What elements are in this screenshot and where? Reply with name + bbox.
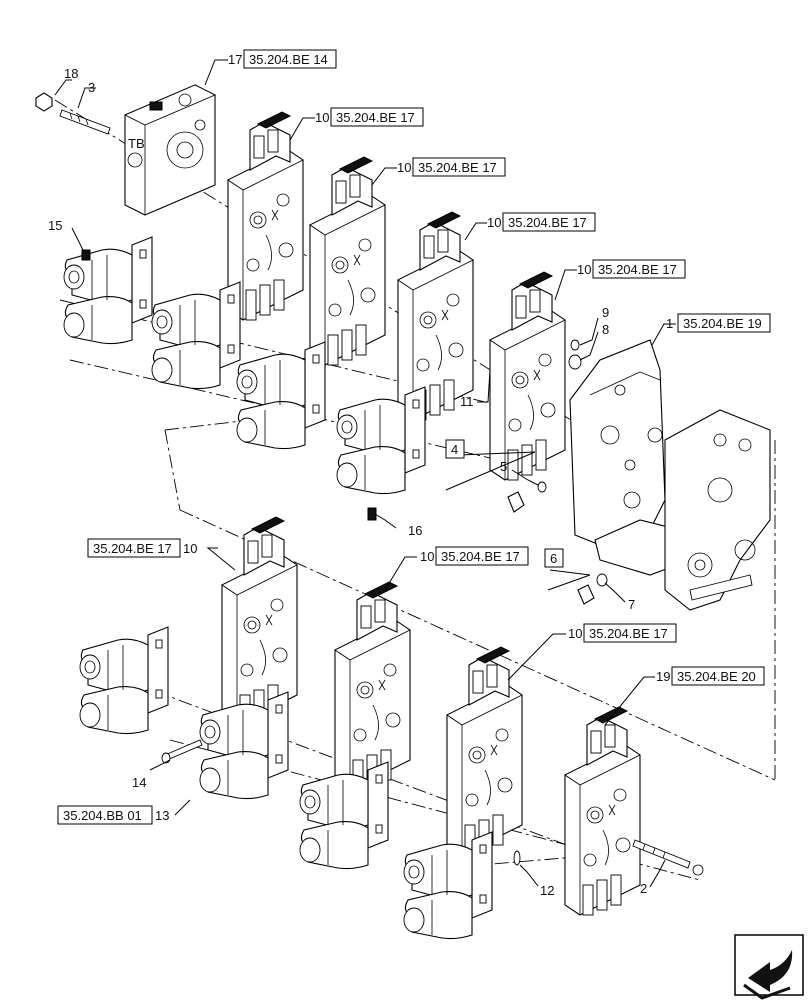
callout-10g-ref: 35.204.BE 17 [589,626,668,641]
callout-19-ref: 35.204.BE 20 [677,669,756,684]
callout-1-ref: 35.204.BE 19 [683,316,762,331]
svg-text:TB: TB [128,136,145,151]
callout-10c-number: 10 [487,215,501,230]
valve-section-f [334,581,411,791]
callout-10b-ref: 35.204.BE 17 [418,160,497,175]
item-6-box: 6 [544,548,564,568]
callout-10g-number: 10 [568,626,582,641]
tie-rod-3 [35,92,111,135]
item-7-label: 7 [628,597,635,612]
callout-10d[interactable]: 10 35.204.BE 17 [577,259,686,279]
valve-section-d [489,271,566,481]
callout-1[interactable]: 1 35.204.BE 19 [666,313,771,333]
callout-10a[interactable]: 10 35.204.BE 17 [315,107,424,127]
callout-1-number: 1 [666,316,673,331]
plug-4 [507,491,525,513]
callout-10g[interactable]: 10 35.204.BE 17 [568,623,677,643]
item-16-label: 16 [408,523,422,538]
seal-9 [570,339,580,351]
callout-17-number: 17 [228,52,242,67]
actuator-b [151,281,241,390]
callout-10e-ref: 35.204.BE 17 [93,541,172,556]
callout-10c[interactable]: 10 35.204.BE 17 [487,212,596,232]
valve-section-g [446,646,523,856]
callout-10d-ref: 35.204.BE 17 [598,262,677,277]
item-4-box: 4 [445,439,465,459]
valve-section-c [397,211,474,421]
leader-lines [54,59,676,888]
screw-14 [161,739,203,764]
item-12-label: 12 [540,883,554,898]
actuator-h [403,831,493,940]
callout-17-ref: 35.204.BE 14 [249,52,328,67]
actuator-e [79,626,169,735]
callout-13-ref: 35.204.BB 01 [63,808,142,823]
tie-rod-2 [632,839,704,876]
callout-19-number: 19 [656,669,670,684]
item-2-label: 2 [640,881,647,896]
callout-10e[interactable]: 35.204.BE 17 10 [87,538,197,558]
callout-10a-number: 10 [315,110,329,125]
item-5-label: 5 [500,459,507,474]
actuator-f [199,691,289,800]
callout-10a-ref: 35.204.BE 17 [336,110,415,125]
actuator-d [336,386,426,495]
item-3-label: 3 [88,80,95,95]
item-9-label: 9 [602,305,609,320]
callout-10f-ref: 35.204.BE 17 [441,549,520,564]
callout-10c-ref: 35.204.BE 17 [508,215,587,230]
screw-16 [367,507,377,521]
callout-10d-number: 10 [577,262,591,277]
outlet-section-1 [569,339,771,611]
item-4-label: 4 [451,442,458,457]
valve-section-h [564,706,641,916]
callout-10b[interactable]: 10 35.204.BE 17 [397,157,506,177]
item-18-label: 18 [64,66,78,81]
actuator-c [236,341,326,450]
callout-10e-number: 10 [183,541,197,556]
ring-12 [513,850,521,866]
callout-13-number: 13 [155,808,169,823]
actuator-a [63,236,153,345]
callout-13[interactable]: 35.204.BB 01 13 [57,805,169,825]
callout-19[interactable]: 19 35.204.BE 20 [656,666,765,686]
item-6-label: 6 [550,551,557,566]
page-turn-arrow-icon[interactable] [734,934,804,1000]
callout-10b-number: 10 [397,160,411,175]
item-14-label: 14 [132,775,146,790]
callout-10f[interactable]: 10 35.204.BE 17 [420,546,529,566]
oring-7 [596,573,608,587]
seal-8 [568,354,582,370]
item-15-label: 15 [48,218,62,233]
item-11-label: 11 [460,394,474,409]
valve-section-b [309,156,386,366]
screw-15 [81,249,91,261]
oring-5 [537,481,547,493]
plug-6 [577,584,595,605]
actuator-g [299,761,389,870]
callout-17[interactable]: 17 35.204.BE 14 [228,49,337,69]
item-8-label: 8 [602,322,609,337]
inlet-section-17: TB [123,84,217,216]
callout-10f-number: 10 [420,549,434,564]
